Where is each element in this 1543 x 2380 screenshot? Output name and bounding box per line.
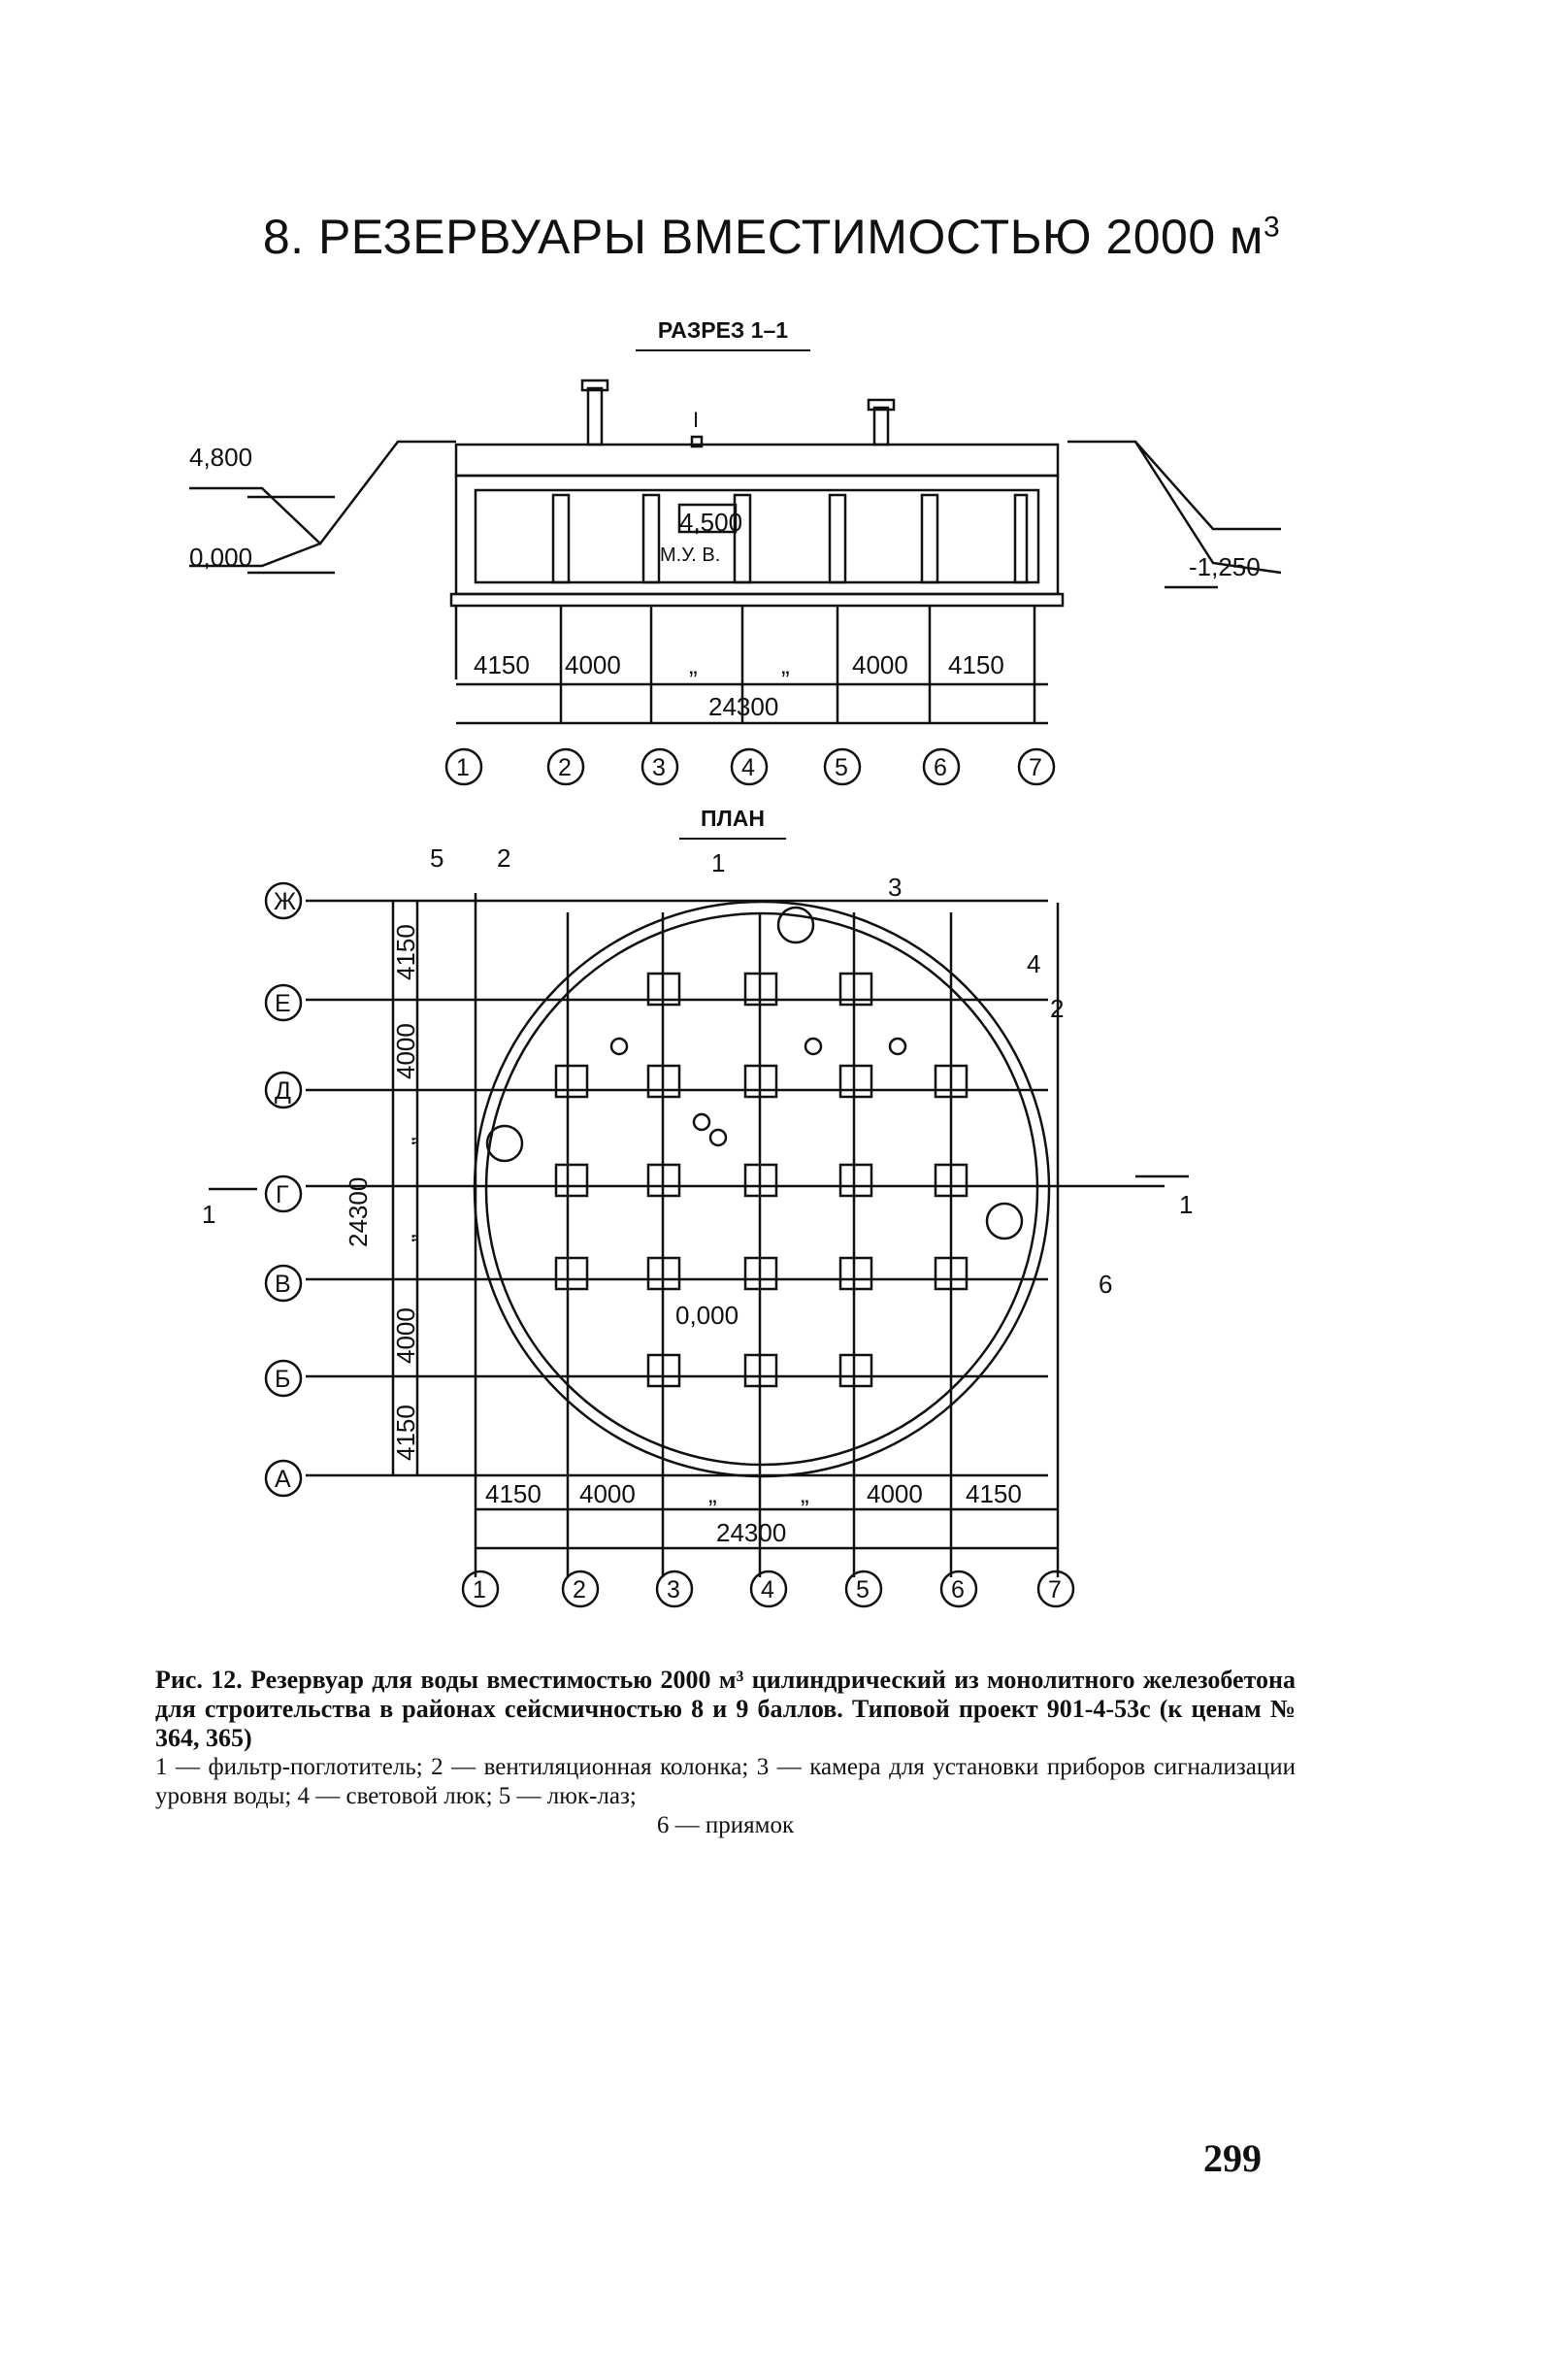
svg-text:1: 1 — [473, 1576, 486, 1603]
plan-bottom-total: 24300 — [716, 1518, 786, 1547]
caption-bold: Рис. 12. Резервуар для воды вместимостью… — [155, 1666, 1296, 1752]
plan-row-axis-markers — [264, 881, 303, 1498]
svg-text:5: 5 — [430, 843, 443, 873]
svg-text:3: 3 — [667, 1576, 680, 1603]
plan-row-axis-labels: Ж Е Д Г В Б А — [274, 888, 296, 1493]
svg-text:6: 6 — [1099, 1270, 1112, 1299]
zero-mark: 0,000 — [675, 1301, 739, 1330]
elev-zero: 0,000 — [189, 543, 252, 572]
caption-legend: 1 — фильтр-поглотитель; 2 — вентиляционн… — [155, 1754, 1296, 1809]
svg-text:„: „ — [391, 1234, 420, 1242]
level-label: 4,500 — [679, 508, 742, 537]
plan-columns — [485, 906, 1024, 1388]
svg-text:2: 2 — [1050, 994, 1064, 1023]
section-total: 24300 — [708, 692, 778, 721]
svg-text:6: 6 — [934, 754, 947, 781]
figure-caption: Рис. 12. Резервуар для воды вместимостью… — [155, 1666, 1296, 1840]
section-mark-left: 1 — [202, 1200, 215, 1229]
plan-callouts: 5 2 1 3 4 2 6 0,000 1 1 — [202, 843, 1193, 1330]
svg-text:4150: 4150 — [966, 1479, 1022, 1508]
svg-text:4150: 4150 — [948, 650, 1004, 679]
section-dims: 4150 4000 „ „ 4000 4150 24300 — [474, 650, 1004, 721]
svg-text:4000: 4000 — [391, 1307, 420, 1364]
svg-text:Е: Е — [275, 990, 291, 1017]
svg-text:„: „ — [708, 1479, 717, 1508]
svg-text:„: „ — [781, 650, 790, 679]
section-columns — [551, 493, 1029, 584]
svg-text:4150: 4150 — [474, 650, 530, 679]
svg-text:Г: Г — [276, 1181, 289, 1208]
svg-text:4: 4 — [1027, 949, 1040, 978]
svg-text:„: „ — [391, 1137, 420, 1145]
svg-text:5: 5 — [856, 1576, 870, 1603]
svg-text:7: 7 — [1048, 1576, 1062, 1603]
svg-text:4000: 4000 — [867, 1479, 923, 1508]
svg-text:4000: 4000 — [565, 650, 621, 679]
caption-legend-last: 6 — приямок — [656, 1812, 795, 1838]
svg-text:2: 2 — [497, 843, 510, 873]
svg-text:7: 7 — [1029, 754, 1042, 781]
section-drawing — [189, 379, 1282, 725]
plan-left-dims: 4150 4000 „ „ 4000 4150 24300 — [344, 924, 420, 1461]
svg-text:1: 1 — [711, 848, 725, 877]
svg-text:4000: 4000 — [852, 650, 908, 679]
svg-text:Ж: Ж — [274, 888, 296, 915]
svg-text:4000: 4000 — [391, 1023, 420, 1079]
svg-text:6: 6 — [951, 1576, 965, 1603]
svg-text:„: „ — [801, 1479, 809, 1508]
plan-drawing — [209, 893, 1189, 1577]
svg-text:4000: 4000 — [579, 1479, 636, 1508]
section-axis-markers — [444, 747, 1056, 786]
section-mark-right: 1 — [1179, 1190, 1193, 1219]
section-title: РАЗРЕЗ 1–1 — [636, 317, 810, 351]
svg-text:В: В — [275, 1271, 291, 1298]
plan-left-total: 24300 — [344, 1177, 373, 1247]
plan-col-axis-markers — [461, 1570, 1075, 1608]
svg-text:2: 2 — [558, 754, 572, 781]
page-number: 299 — [1203, 2136, 1262, 2180]
svg-text:2: 2 — [573, 1576, 586, 1603]
svg-text:Б: Б — [275, 1366, 290, 1393]
svg-text:3: 3 — [652, 754, 666, 781]
svg-text:1: 1 — [456, 754, 470, 781]
muv-label: М.У. В. — [660, 545, 720, 566]
plan-bottom-dims: 4150 4000 „ „ 4000 4150 24300 — [485, 1479, 1022, 1547]
svg-text:„: „ — [689, 650, 698, 679]
svg-text:5: 5 — [835, 754, 848, 781]
svg-text:4: 4 — [761, 1576, 774, 1603]
elev-top: 4,800 — [189, 443, 252, 472]
svg-text:Д: Д — [275, 1077, 291, 1105]
plan-col-axis-labels: 1 2 3 4 5 6 7 — [473, 1576, 1062, 1603]
svg-text:4150: 4150 — [391, 1405, 420, 1461]
item-1-label: I — [693, 408, 699, 432]
svg-text:4150: 4150 — [485, 1479, 542, 1508]
svg-text:А: А — [275, 1466, 291, 1493]
page-heading: 8. РЕЗЕРВУАРЫ ВМЕСТИМОСТЬЮ 2000 м3 — [262, 210, 1281, 264]
section-axis-labels: 1 2 3 4 5 6 7 — [456, 754, 1042, 781]
elev-bottom: -1,250 — [1189, 552, 1261, 581]
svg-text:4150: 4150 — [391, 924, 420, 980]
svg-text:3: 3 — [888, 873, 902, 902]
plan-title: ПЛАН — [679, 806, 786, 840]
svg-text:4: 4 — [741, 754, 755, 781]
